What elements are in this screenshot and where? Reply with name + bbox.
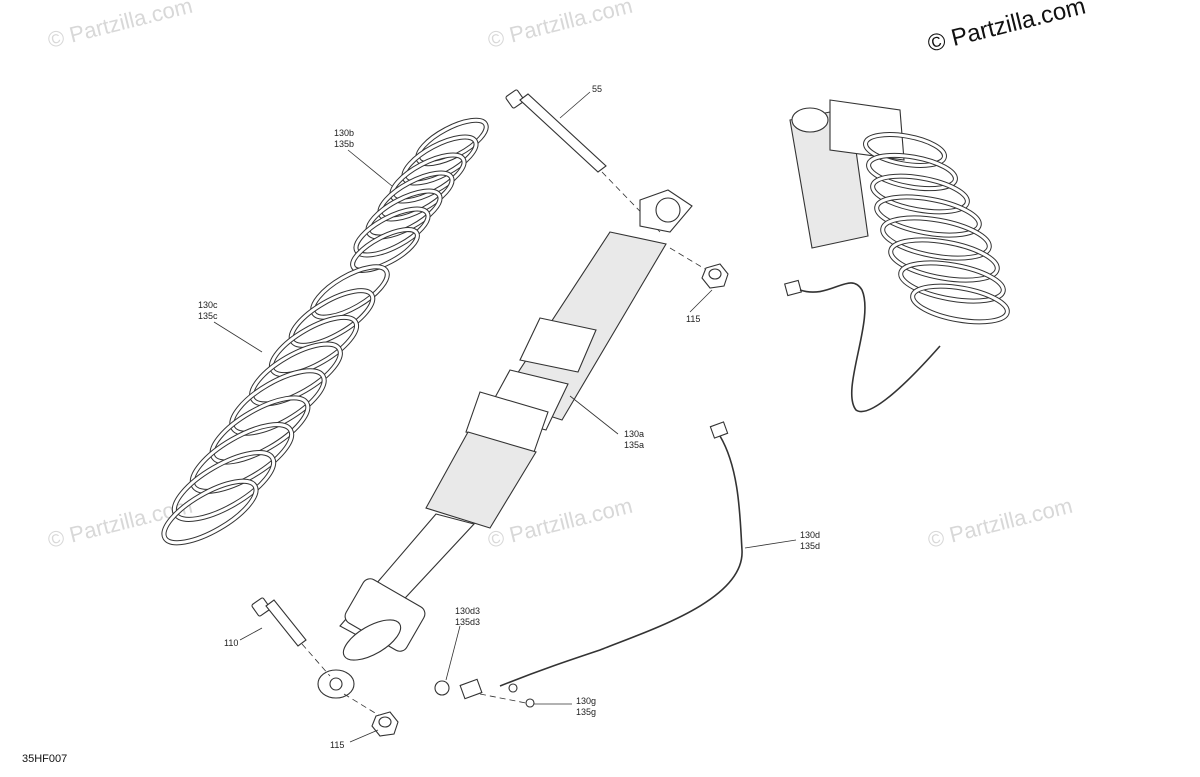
callout-130c: 130c [198,300,218,310]
callout-110: 110 [224,638,238,648]
callout-135d3: 135d3 [455,617,480,627]
callout-130d3: 130d3 [455,606,480,616]
callout-130g: 130g [576,696,596,706]
watermark-bottom-center: © Partzilla.com [485,493,635,553]
watermark-top-left: © Partzilla.com [45,0,195,53]
callout-labels: 55 130b 135b 130c 135c 115 130a 135a 130… [198,84,820,750]
callout-130d: 130d [800,530,820,540]
callout-115-bottom: 115 [330,740,344,750]
callout-135d: 135d [800,541,820,551]
top-nut [701,263,729,289]
callout-55: 55 [592,84,602,94]
upper-spring [350,117,489,273]
watermark-bottom-right: © Partzilla.com [925,493,1075,553]
callout-115-top: 115 [686,314,700,324]
figure-reference: 35HF007 [22,753,67,765]
callout-135a: 135a [624,440,644,450]
bottom-nut [371,711,399,737]
callout-135c: 135c [198,311,218,321]
bolt-axis-bottom [301,643,331,677]
bolt-axis-top [601,171,661,233]
top-bolt [505,89,607,173]
leader-lines [213,91,797,743]
assembled-shock-view [784,99,1010,413]
callout-135b: 135b [334,139,354,149]
callout-130a: 130a [624,429,644,439]
callout-130b: 130b [334,128,354,138]
sensor-harness [434,421,743,708]
watermark-main: © Partzilla.com [925,0,1088,58]
nut-axis-top [669,247,711,273]
shock-absorber [317,189,693,699]
bottom-bolt [251,597,307,647]
lower-spring [161,264,390,546]
watermark-top-center: © Partzilla.com [485,0,635,53]
nut-axis-bottom [343,693,381,717]
callout-135g: 135g [576,707,596,717]
